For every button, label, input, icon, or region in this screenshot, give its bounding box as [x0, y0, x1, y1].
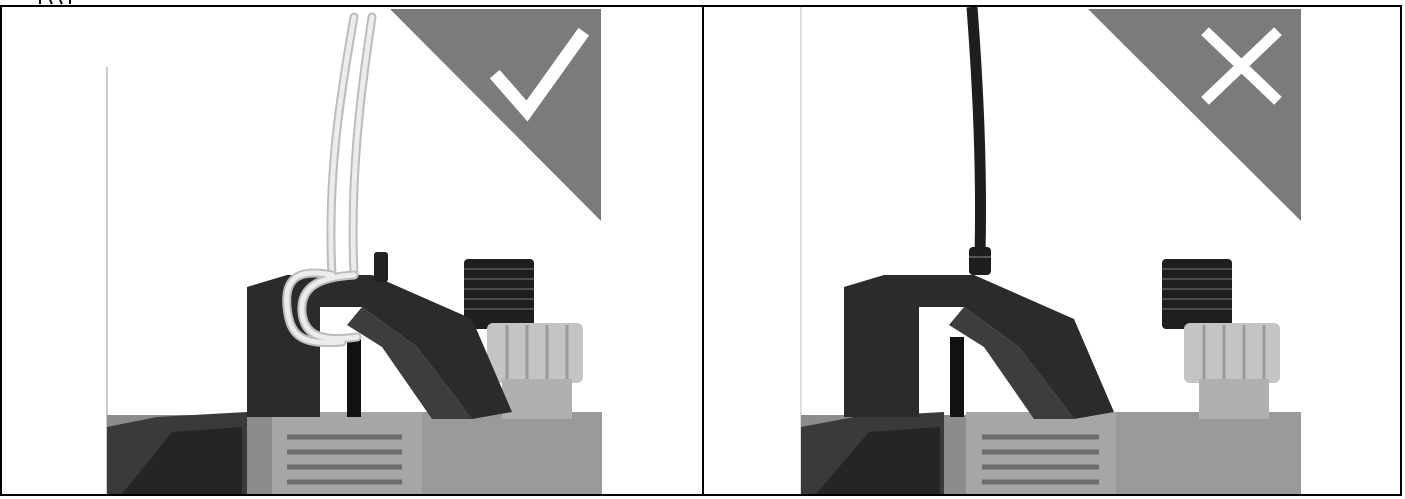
illustration-table: [0, 5, 1402, 496]
correct-illustration: [2, 7, 700, 494]
incorrect-usage-cell: [704, 7, 1400, 494]
correct-usage-cell: [2, 7, 704, 494]
incorrect-illustration: [704, 7, 1400, 494]
